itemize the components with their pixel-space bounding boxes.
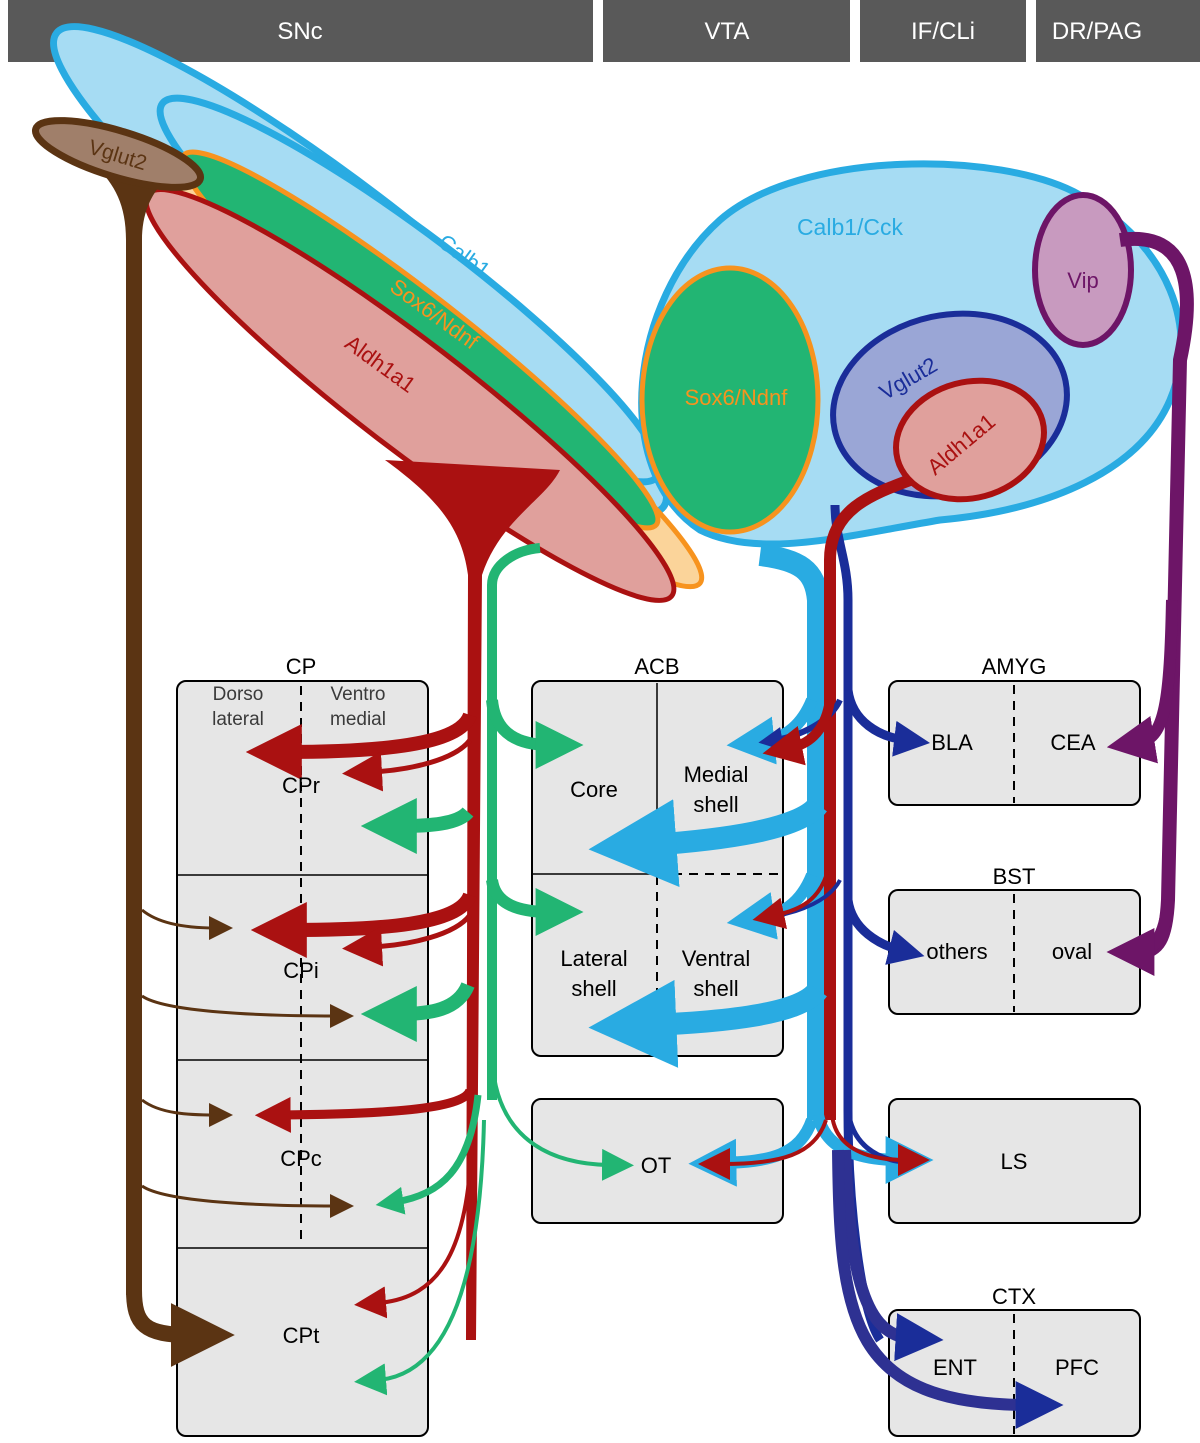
projection-arrows: [126, 599, 1178, 1429]
arrow-vip-to-oval: [1106, 899, 1174, 976]
bst-oval-label: oval: [1052, 939, 1092, 964]
arrow-vglut2-to-cpi-2: [141, 994, 354, 1028]
header-if-cli-label: IF/CLi: [911, 18, 975, 45]
cpt-label: CPt: [283, 1323, 320, 1348]
vta-sox6-ellipse: [639, 265, 821, 535]
vta-aldh1a1-trunk: [824, 474, 913, 1120]
acb-title: ACB: [634, 654, 679, 679]
arrow-vip-to-cea: [1106, 599, 1178, 764]
arrow-vglut2-to-cpi-1: [141, 908, 233, 940]
ls-label: LS: [1001, 1149, 1028, 1174]
arrow-vta-aldh1a1-to-ot: [698, 1119, 828, 1180]
acb-ventral-shell-label-1: Ventral: [682, 946, 751, 971]
cp-ventro-label-1: Ventro: [331, 684, 386, 705]
arrow-aldh1a1-to-cpt: [354, 1129, 474, 1319]
cp-dorso-label-2: lateral: [212, 709, 264, 730]
ot-label: OT: [641, 1153, 672, 1178]
bst-others-label: others: [926, 939, 987, 964]
target-regions: [176, 680, 1141, 1437]
arrow-aldh1a1-to-cpi-dorso: [250, 891, 477, 958]
region-header-bar: SNc VTA IF/CLi DR/PAG: [8, 0, 1200, 62]
arrow-calb1-to-medial-shell-core: [588, 797, 827, 888]
arrow-sox6-to-cpc: [375, 1094, 482, 1215]
acb-medial-shell-label-2: shell: [693, 792, 738, 817]
cpc-label: CPc: [280, 1146, 322, 1171]
vta-vip-ellipse: [1032, 192, 1134, 348]
arrow-sox6-to-ot: [490, 1049, 634, 1181]
snc-sox6-bend: [487, 543, 541, 586]
vta-calb1-cck-label: Calb1/Cck: [797, 214, 904, 240]
arrow-sox6-to-cpt: [354, 1119, 486, 1396]
arrow-vta-aldh1a1-to-ventral-shell: [752, 869, 830, 930]
arrow-aldh1a1-to-cpi-ventro: [342, 913, 472, 967]
cp-ventro-label-2: medial: [330, 709, 386, 730]
amyg-title: AMYG: [982, 654, 1047, 679]
bst-title: BST: [993, 864, 1036, 889]
header-vta: [603, 0, 850, 62]
arrow-vglut2-to-cpc-1: [141, 1098, 233, 1127]
arrow-sox6-to-lateral-shell: [486, 878, 584, 936]
arrow-sox6-to-cpi: [360, 981, 475, 1042]
vta-aldh1a1-ellipse: [893, 377, 1047, 503]
arrow-sox6-to-core: [486, 699, 584, 769]
ctx-title: CTX: [992, 1284, 1036, 1309]
amyg-cea-label: CEA: [1050, 730, 1096, 755]
snc-vglut2-trunk: [95, 165, 165, 1295]
ctx-pfc-label: PFC: [1055, 1355, 1099, 1380]
arrow-vglut2-to-cpc-2: [141, 1184, 354, 1218]
arrow-vglut2-to-cpt: [126, 1289, 235, 1367]
vta-vip-label: Vip: [1067, 268, 1098, 293]
acb-lateral-shell-label-2: shell: [571, 976, 616, 1001]
arrow-aldh1a1-to-cpr-ventro: [342, 738, 472, 792]
header-vta-label: VTA: [705, 18, 750, 45]
snc-populations: Vglut2 Calb1 Sox6/Ndnf Aldh1a1: [31, 23, 705, 1340]
cpr-label: CPr: [282, 773, 320, 798]
target-labels: CP Dorso lateral Ventro medial CPr CPi C…: [212, 654, 1099, 1380]
arrow-vglut2-to-ent: [839, 1149, 944, 1362]
header-if-cli: [860, 0, 1026, 62]
ot-box: [531, 1098, 784, 1224]
cpi-label: CPi: [283, 958, 318, 983]
ctx-ent-label: ENT: [933, 1355, 977, 1380]
vta-sox6-label: Sox6/Ndnf: [685, 385, 789, 410]
vta-calb1-trunk: [758, 544, 829, 1120]
cp-dorso-label-1: Dorso: [213, 684, 264, 705]
header-dr-pag: [1036, 0, 1200, 62]
arrow-aldh1a1-to-cpr-dorso: [245, 711, 477, 780]
arrow-aldh1a1-to-cpc: [254, 1087, 475, 1133]
acb-core-label: Core: [570, 777, 618, 802]
header-dr-pag-label: DR/PAG: [1052, 18, 1142, 45]
amyg-bla-label: BLA: [931, 730, 973, 755]
arrow-vta-aldh1a1-to-medial-shell: [762, 699, 835, 766]
vta-populations: Calb1/Cck Sox6/Ndnf Vglut2 Aldh1a1 Vip: [638, 160, 1185, 548]
header-snc-label: SNc: [277, 18, 322, 45]
acb-medial-shell-label-1: Medial: [684, 762, 749, 787]
arrow-sox6-to-cpr: [360, 797, 474, 854]
arrow-vglut2-to-others: [843, 899, 925, 965]
arrow-vta-aldh1a1-to-ls: [830, 1114, 930, 1176]
cp-title: CP: [286, 654, 317, 679]
arrow-vglut2-to-pfc: [832, 1149, 1064, 1429]
acb-lateral-shell-label-1: Lateral: [560, 946, 627, 971]
arrow-vglut2-to-bla: [843, 689, 931, 757]
acb-ventral-shell-label-2: shell: [693, 976, 738, 1001]
arrow-calb1-to-ventral-shell: [588, 979, 827, 1068]
snc-vglut2-ellipse: [31, 117, 205, 191]
